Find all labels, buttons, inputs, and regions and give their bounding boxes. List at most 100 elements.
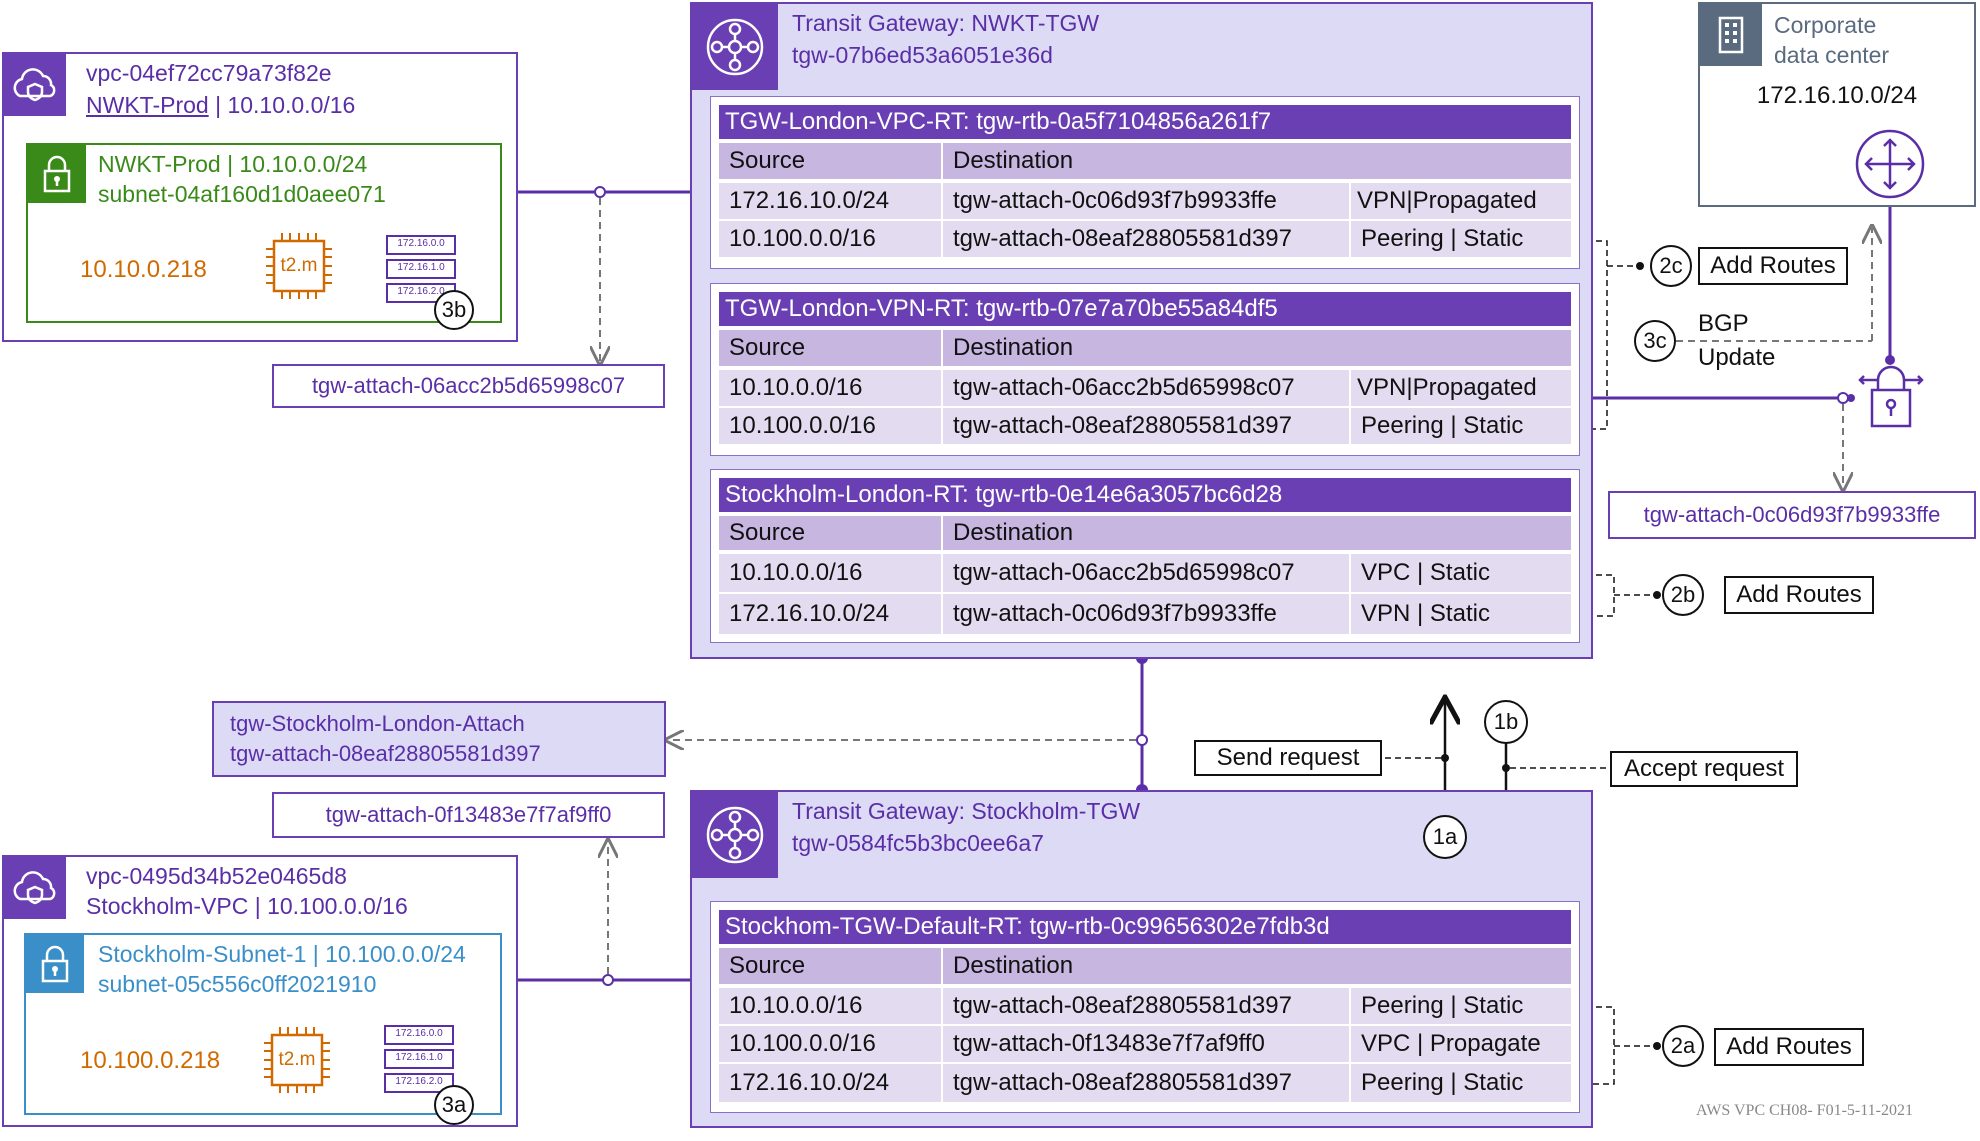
vpc-id: vpc-0495d34b52e0465d8	[86, 863, 347, 889]
source-header: Source	[719, 948, 941, 984]
destination-header: Destination	[943, 948, 1571, 984]
instance-type: t2.m	[278, 1049, 316, 1070]
route-source: 10.100.0.0/16	[719, 408, 941, 444]
corporate-title-1: Corporate	[1774, 12, 1877, 38]
vpc-route-table-icon: 172.16.0.0 172.16.1.0 172.16.2.0	[384, 1025, 454, 1093]
route-type: Peering | Static	[1351, 408, 1571, 444]
step-3a-badge: 3a	[434, 1085, 474, 1125]
tgw-id: tgw-0584fc5b3bc0ee6a7	[792, 830, 1044, 856]
tgw-title: Transit Gateway: Stockholm-TGW	[792, 798, 1141, 824]
vpn-gateway-icon[interactable]	[1858, 356, 1924, 436]
step-1b-badge: 1b	[1484, 700, 1528, 744]
route-type: VPN|Propagated	[1351, 183, 1571, 219]
step-2b-badge: 2b	[1662, 574, 1704, 616]
rt-entry: 172.16.2.0	[384, 1073, 454, 1093]
route-type: VPC | Propagate	[1351, 1026, 1571, 1062]
bgp-label: BGP	[1698, 310, 1749, 337]
rt-entry: 172.16.1.0	[384, 1049, 454, 1069]
building-icon	[1700, 4, 1762, 66]
route-table-title: Stockhom-TGW-Default-RT: tgw-rtb-0c99656…	[719, 910, 1571, 944]
route-source: 10.10.0.0/16	[719, 554, 941, 592]
nwkt-vpc-attachment[interactable]: tgw-attach-06acc2b5d65998c07	[272, 364, 665, 408]
instance-ip: 10.10.0.218	[80, 256, 207, 283]
ec2-instance-icon[interactable]: t2.m	[262, 1025, 332, 1095]
figure-footer: AWS VPC CH08- F01-5-11-2021	[1696, 1102, 1913, 1119]
corporate-title-2: data center	[1774, 42, 1890, 68]
peering-attachment-name: tgw-Stockholm-London-Attach	[230, 711, 525, 736]
rt-entry: 172.16.0.0	[386, 235, 456, 255]
step-2a-badge: 2a	[1662, 1025, 1704, 1067]
route-destination: tgw-attach-06acc2b5d65998c07	[943, 554, 1349, 592]
route-destination: tgw-attach-08eaf28805581d397	[943, 1064, 1349, 1102]
vpc-name-cidr: NWKT-Prod | 10.10.0.0/16	[86, 92, 355, 119]
destination-header: Destination	[943, 516, 1571, 550]
add-routes-2c-label: Add Routes	[1698, 247, 1848, 285]
route-destination: tgw-attach-08eaf28805581d397	[943, 221, 1349, 257]
route-type: VPC | Static	[1351, 554, 1571, 592]
step-3c-badge: 3c	[1634, 320, 1676, 362]
vpc-id: vpc-04ef72cc79a73f82e	[86, 60, 332, 86]
route-table-title: TGW-London-VPC-RT: tgw-rtb-0a5f7104856a2…	[719, 105, 1571, 139]
transit-gateway-icon	[692, 792, 778, 878]
route-source: 172.16.10.0/24	[719, 594, 941, 634]
cloud-shield-icon	[4, 857, 66, 919]
lock-icon	[26, 935, 84, 993]
source-header: Source	[719, 516, 941, 550]
route-source: 10.100.0.0/16	[719, 1026, 941, 1062]
route-destination: tgw-attach-08eaf28805581d397	[943, 988, 1349, 1024]
transit-gateway-icon	[692, 4, 778, 90]
add-routes-2a-label: Add Routes	[1714, 1028, 1864, 1066]
source-header: Source	[719, 143, 941, 179]
route-table-stockholm-london[interactable]: Stockholm-London-RT: tgw-rtb-0e14e6a3057…	[710, 469, 1580, 643]
route-source: 172.16.10.0/24	[719, 1064, 941, 1102]
route-source: 10.100.0.0/16	[719, 221, 941, 257]
router-icon[interactable]	[1854, 128, 1926, 200]
corporate-data-center[interactable]: Corporate data center 172.16.10.0/24	[1698, 2, 1976, 207]
route-type: VPN | Static	[1351, 594, 1571, 634]
route-destination: tgw-attach-0f13483e7f7af9ff0	[943, 1026, 1349, 1062]
ec2-instance-icon[interactable]: t2.m	[264, 231, 334, 301]
route-type: VPN|Propagated	[1351, 370, 1571, 406]
subnet-title: Stockholm-Subnet-1 | 10.100.0.0/24	[98, 941, 466, 967]
vpc-stockholm[interactable]: vpc-0495d34b52e0465d8 Stockholm-VPC | 10…	[2, 855, 518, 1127]
subnet-stockholm[interactable]: Stockholm-Subnet-1 | 10.100.0.0/24 subne…	[24, 933, 502, 1115]
subnet-title: NWKT-Prod | 10.10.0.0/24	[98, 151, 368, 177]
route-type: Peering | Static	[1351, 988, 1571, 1024]
step-2c-badge: 2c	[1650, 245, 1692, 287]
rt-entry: 172.16.1.0	[386, 259, 456, 279]
corporate-cidr: 172.16.10.0/24	[1756, 82, 1918, 109]
route-table-london-vpc[interactable]: TGW-London-VPC-RT: tgw-rtb-0a5f7104856a2…	[710, 96, 1580, 269]
stockholm-vpc-attachment[interactable]: tgw-attach-0f13483e7f7af9ff0	[272, 792, 665, 838]
route-table-london-vpn[interactable]: TGW-London-VPN-RT: tgw-rtb-07e7a70be55a8…	[710, 283, 1580, 456]
tgw-title: Transit Gateway: NWKT-TGW	[792, 10, 1100, 36]
lock-icon	[28, 145, 86, 203]
send-request-label: Send request	[1194, 740, 1382, 776]
step-3b-badge: 3b	[434, 290, 474, 330]
rt-entry: 172.16.0.0	[384, 1025, 454, 1045]
vpc-nwkt-prod[interactable]: vpc-04ef72cc79a73f82e NWKT-Prod | 10.10.…	[2, 52, 518, 342]
vpc-cidr: | 10.10.0.0/16	[208, 92, 356, 118]
vpn-attachment[interactable]: tgw-attach-0c06d93f7b9933ffe	[1608, 491, 1976, 539]
route-table-title: Stockholm-London-RT: tgw-rtb-0e14e6a3057…	[719, 478, 1571, 512]
route-type: Peering | Static	[1351, 221, 1571, 257]
route-table-stockholm-default[interactable]: Stockhom-TGW-Default-RT: tgw-rtb-0c99656…	[710, 901, 1580, 1113]
route-destination: tgw-attach-06acc2b5d65998c07	[943, 370, 1349, 406]
instance-ip: 10.100.0.218	[80, 1047, 221, 1074]
peering-attachment[interactable]: tgw-Stockholm-London-Attach tgw-attach-0…	[212, 701, 666, 777]
peering-attachment-id: tgw-attach-08eaf28805581d397	[230, 741, 541, 766]
route-table-title: TGW-London-VPN-RT: tgw-rtb-07e7a70be55a8…	[719, 292, 1571, 326]
cloud-shield-icon	[4, 54, 66, 116]
vpc-name: NWKT-Prod	[86, 92, 209, 118]
step-1a-badge: 1a	[1423, 815, 1467, 859]
tgw-id: tgw-07b6ed53a6051e36d	[792, 42, 1053, 68]
route-destination: tgw-attach-08eaf28805581d397	[943, 408, 1349, 444]
subnet-id: subnet-04af160d1d0aee071	[98, 181, 386, 207]
add-routes-2b-label: Add Routes	[1724, 576, 1874, 614]
subnet-nwkt-prod[interactable]: NWKT-Prod | 10.10.0.0/24 subnet-04af160d…	[26, 143, 502, 323]
route-destination: tgw-attach-0c06d93f7b9933ffe	[943, 183, 1349, 219]
accept-request-label: Accept request	[1610, 751, 1798, 787]
route-source: 10.10.0.0/16	[719, 988, 941, 1024]
route-destination: tgw-attach-0c06d93f7b9933ffe	[943, 594, 1349, 634]
route-source: 10.10.0.0/16	[719, 370, 941, 406]
route-source: 172.16.10.0/24	[719, 183, 941, 219]
